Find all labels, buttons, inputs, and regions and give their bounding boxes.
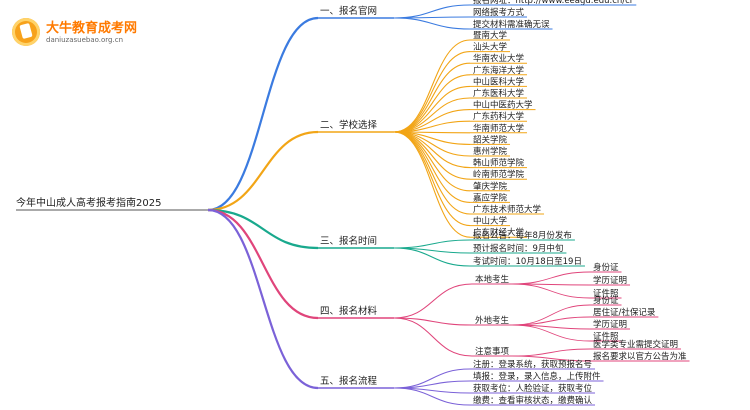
grandchild-label: 身份证 xyxy=(593,295,619,306)
child-connector xyxy=(393,131,471,238)
child-label: 预计报名时间：9月中旬 xyxy=(473,243,563,254)
child-connector xyxy=(393,387,471,406)
grandchild-connector xyxy=(512,271,591,285)
branch-label: 四、报名材料 xyxy=(320,305,378,317)
child-label: 网络报考方式 xyxy=(473,7,525,18)
grandchild-connector xyxy=(512,304,591,326)
grandchild-label: 报名要求以官方公告为准 xyxy=(593,351,687,362)
child-label: 中山医科大学 xyxy=(473,76,525,87)
child-label: 嘉应学院 xyxy=(473,192,508,203)
child-connector xyxy=(393,131,471,203)
child-label: 提交材料需准确无误 xyxy=(473,19,550,30)
child-label: 惠州学院 xyxy=(473,146,508,157)
logo-icon xyxy=(12,18,40,46)
branch-connector xyxy=(207,208,319,320)
child-connector xyxy=(393,317,473,326)
branch-label: 二、学校选择 xyxy=(320,119,378,131)
child-connector xyxy=(393,51,471,133)
grandchild-connector xyxy=(512,355,591,362)
child-label: 华南农业大学 xyxy=(473,53,525,64)
child-label: 缴费：查看审核状态，缴费确认 xyxy=(473,395,593,406)
child-label: 获取考位：人脸验证，获取考位 xyxy=(473,383,593,394)
child-label: 广东海洋大学 xyxy=(473,65,525,76)
logo-name: 大牛教育成考网 xyxy=(46,21,138,36)
grandchild-label: 学历证明 xyxy=(593,275,627,286)
child-label: 本地考生 xyxy=(475,274,510,285)
child-connector xyxy=(393,317,473,357)
branch-label: 一、报名官网 xyxy=(320,5,377,17)
child-connector xyxy=(393,62,471,133)
grandchild-connector xyxy=(512,348,591,357)
child-label: 报名公告：每年8月份发布 xyxy=(473,230,572,241)
grandchild-connector xyxy=(512,316,591,326)
branch-connector xyxy=(207,208,319,250)
child-label: 肇庆学院 xyxy=(473,181,508,192)
child-label: 考试时间：10月18日至19日 xyxy=(473,256,582,267)
child-connector xyxy=(393,131,471,192)
grandchild-connector xyxy=(512,283,591,299)
child-label: 广东技术师范大学 xyxy=(473,204,542,215)
child-label: 韶关学院 xyxy=(473,134,508,145)
grandchild-connector xyxy=(512,324,591,342)
child-label: 汕头大学 xyxy=(473,42,508,53)
child-label: 广东医科大学 xyxy=(473,88,525,99)
root-title: 今年中山成人高考报考指南2025 xyxy=(16,196,161,209)
branch-connector xyxy=(207,130,319,212)
child-label: 外地考生 xyxy=(475,315,510,326)
child-connector xyxy=(393,17,471,30)
child-connector xyxy=(393,85,471,133)
site-logo: 大牛教育成考网 daniuzasuebao.org.cn xyxy=(12,14,192,54)
branch-label: 三、报名时间 xyxy=(320,235,377,247)
child-connector xyxy=(393,74,471,133)
grandchild-label: 医学类专业需提交证明 xyxy=(593,339,678,350)
grandchild-label: 证件照 xyxy=(593,331,619,342)
child-label: 填报：登录，录入信息，上传附件 xyxy=(473,371,601,382)
child-connector xyxy=(393,4,471,19)
child-label: 中山大学 xyxy=(473,216,508,227)
child-label: 注意事项 xyxy=(475,346,510,357)
child-connector xyxy=(393,247,471,267)
child-connector xyxy=(393,368,471,389)
branch-label: 五、报名流程 xyxy=(320,375,378,387)
child-connector xyxy=(393,283,473,319)
grandchild-label: 学历证明 xyxy=(593,319,627,330)
grandchild-label: 居住证/社保记录 xyxy=(593,307,656,318)
child-label: 广东药科大学 xyxy=(473,111,525,122)
child-label: 中山中医药大学 xyxy=(473,100,533,111)
logo-site: daniuzasuebao.org.cn xyxy=(46,36,124,44)
child-label: 华南师范大学 xyxy=(473,123,525,134)
child-label: 报名网址：http://www.eeagd.edu.cn/cr xyxy=(473,0,634,6)
child-connector xyxy=(393,239,471,249)
branch-connector xyxy=(207,16,319,212)
branch-connector xyxy=(207,208,319,390)
grandchild-label: 证件照 xyxy=(593,288,619,299)
child-label: 注册：登录系统，获取预报名号 xyxy=(473,359,592,370)
child-connector xyxy=(393,39,471,133)
grandchild-label: 身份证 xyxy=(593,262,619,273)
child-label: 韩山师范学院 xyxy=(473,158,525,169)
child-label: 广东财经大学 xyxy=(473,227,525,238)
child-label: 岭南师范学院 xyxy=(473,169,525,180)
child-label: 暨南大学 xyxy=(473,30,508,41)
